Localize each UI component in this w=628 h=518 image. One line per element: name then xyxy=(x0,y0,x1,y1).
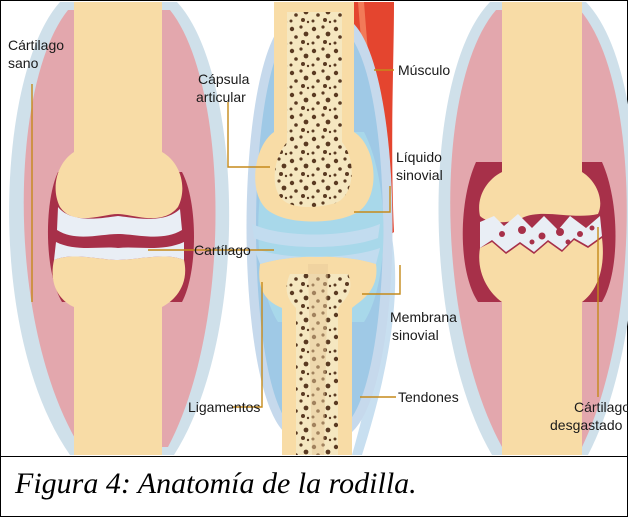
knee-anatomy-illustration: Cártilago sano Cápsula articular Músculo… xyxy=(2,2,628,455)
label-cartilago: Cartílago xyxy=(194,242,251,258)
label-tendones: Tendones xyxy=(398,389,459,405)
label-musculo: Músculo xyxy=(398,62,450,78)
healthy-knee xyxy=(9,2,229,455)
caption-row: Figura 4: Anatomía de la rodilla. xyxy=(1,456,628,518)
detailed-knee xyxy=(247,2,396,455)
label-liquido-sinovial: Líquido sinovial xyxy=(396,149,446,183)
worn-knee xyxy=(439,2,628,455)
figure-caption: Figura 4: Anatomía de la rodilla. xyxy=(15,467,417,501)
label-ligamentos: Ligamentos xyxy=(188,399,260,415)
